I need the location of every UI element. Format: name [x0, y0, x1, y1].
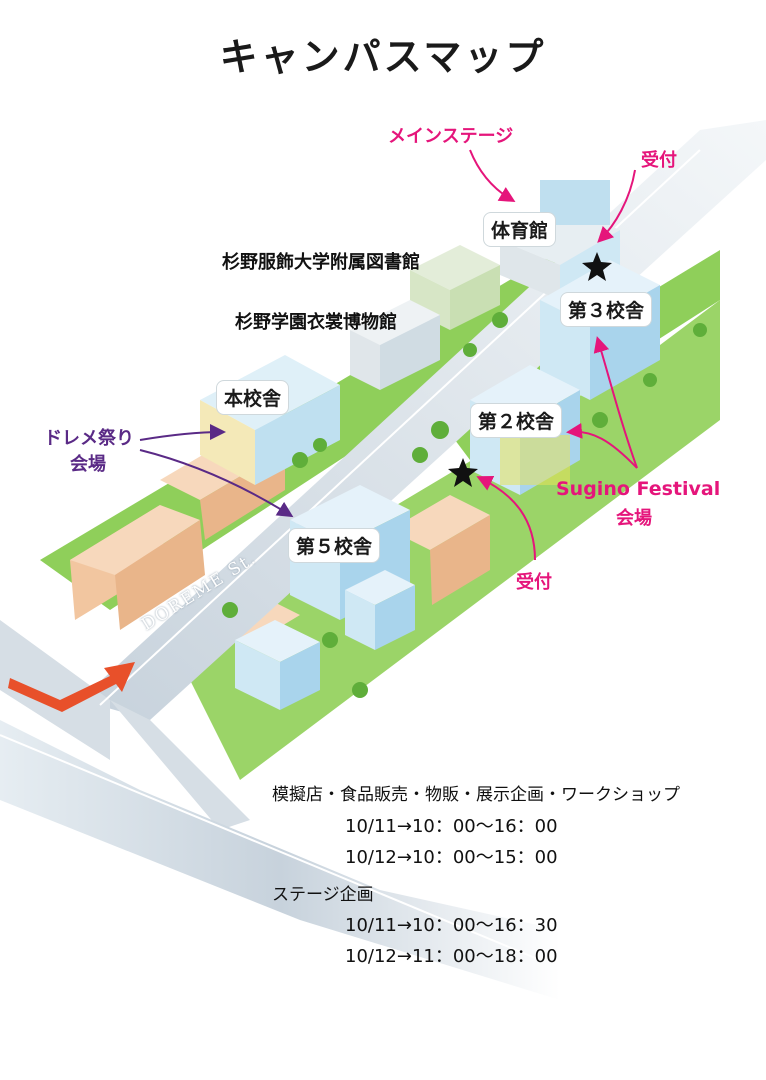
callout-reception-top: 受付 [641, 150, 677, 171]
callout-doremi-line2: 会場 [70, 454, 106, 475]
schedule-sales-heading: 模擬店・食品販売・物販・展示企画・ワークショップ [272, 785, 680, 805]
label-gym: 体育館 [483, 212, 557, 247]
schedule-stage-heading: ステージ企画 [272, 885, 374, 905]
callout-doremi-line1: ドレメ祭り [44, 428, 134, 449]
building-lower [235, 620, 320, 710]
schedule-sales-time-2: 10/12→10：00～15：00 [345, 847, 558, 868]
star-icon [448, 458, 478, 487]
callout-sugino-line1: Sugino Festival [556, 478, 721, 500]
trees [222, 312, 707, 698]
label-building-3: 第３校舎 [560, 292, 653, 327]
arrow-icon [8, 662, 135, 712]
label-building-5: 第５校舎 [288, 528, 381, 563]
star-icon [582, 252, 612, 281]
label-museum: 杉野学園衣裳博物館 [235, 312, 397, 333]
callout-arrows [139, 149, 638, 561]
schedule-stage-time-1: 10/11→10：00～16：30 [345, 915, 558, 936]
callout-reception-bottom: 受付 [516, 572, 552, 593]
building-museum [350, 300, 440, 390]
label-main-building: 本校舎 [216, 380, 290, 415]
schedule-stage-time-2: 10/12→11：00～18：00 [345, 946, 558, 967]
callout-main-stage: メインステージ [388, 126, 514, 147]
schedule-sales-time-1: 10/11→10：00～16：00 [345, 816, 558, 837]
page-title: キャンパスマップ [219, 34, 547, 79]
label-library: 杉野服飾大学附属図書館 [222, 252, 420, 273]
callout-sugino-line2: 会場 [616, 508, 652, 529]
label-building-2: 第２校舎 [470, 403, 563, 438]
